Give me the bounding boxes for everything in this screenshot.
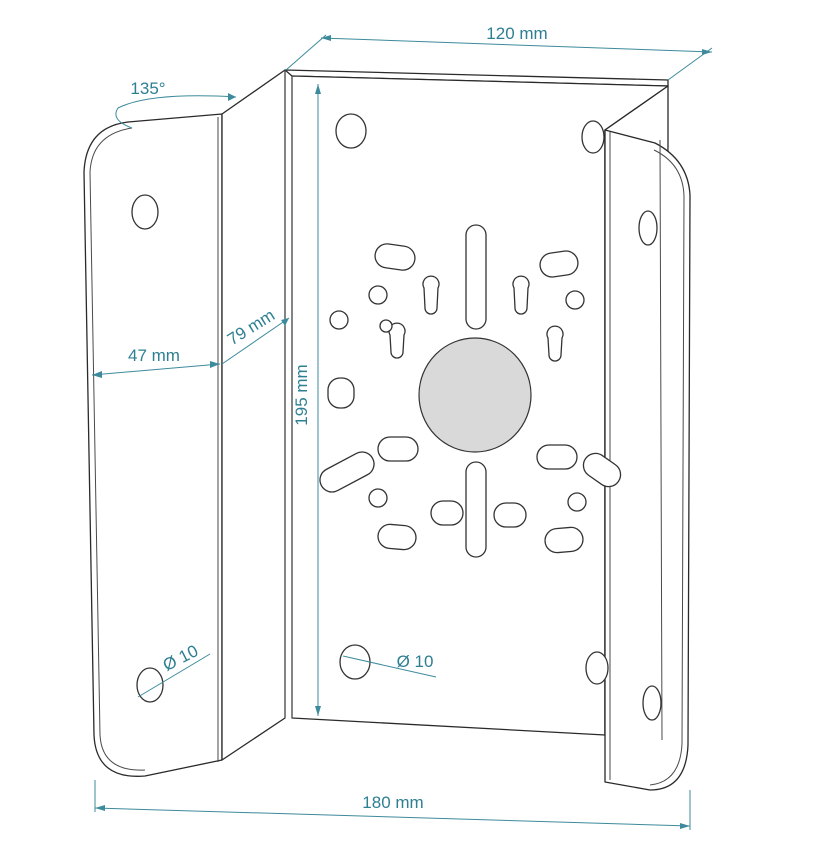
dim-195mm: 195 mm [292, 84, 321, 716]
slot-vertical-top [465, 224, 487, 330]
hole-right-flange-top [638, 210, 658, 246]
keyhole-mid-right [546, 325, 564, 362]
dim-hole-center: Ø 10 [342, 652, 437, 678]
bracket-body [83, 69, 691, 791]
left-flange [83, 113, 223, 777]
slot-top-right [539, 250, 579, 278]
round-hole-3 [329, 310, 349, 330]
slot-top-left [374, 243, 416, 271]
hole-left-flange-top [131, 194, 159, 230]
dim-195mm-label: 195 mm [292, 364, 311, 425]
keyhole-top-right [512, 275, 530, 315]
dim-180mm-label: 180 mm [362, 793, 423, 812]
slot-bottom-left [377, 523, 417, 551]
right-flange [604, 129, 691, 791]
slot-vertical-bottom [465, 461, 487, 558]
round-hole-6 [567, 492, 587, 512]
slot-bottom-right [544, 526, 584, 554]
slot-center-right [536, 444, 578, 470]
slot-bottom-mid-left [430, 500, 464, 526]
round-hole-5 [368, 488, 388, 508]
fold-line-right-outer [659, 139, 663, 741]
dim-angle-label: 135° [130, 79, 165, 98]
dim-120mm: 120 mm [285, 24, 713, 81]
slot-center-left [377, 436, 419, 462]
dim-hole-center-label: Ø 10 [397, 652, 434, 671]
mounting-holes [131, 113, 662, 721]
round-hole-2 [565, 290, 585, 310]
slot-diag-left [319, 451, 375, 493]
left-flange-inner-edge [89, 127, 146, 771]
slot-diag-right [582, 452, 622, 488]
dim-angle: 135° [115, 79, 237, 129]
hole-back-top-right [581, 120, 605, 154]
right-flange-inner-edge [649, 149, 685, 786]
dim-180mm: 180 mm [94, 780, 691, 830]
left-side-panel [221, 69, 286, 761]
dim-47mm-label: 47 mm [128, 346, 180, 365]
hole-back-bottom-left [339, 644, 371, 680]
slot-bottom-mid-right [493, 502, 527, 528]
dim-47mm: 47 mm [91, 346, 221, 378]
hole-back-top-left [335, 113, 367, 149]
hole-right-flange-bottom [642, 685, 662, 721]
keyhole-top-left [422, 275, 440, 315]
round-hole-4 [379, 319, 393, 333]
hole-back-bottom-right [585, 651, 609, 685]
slot-left-mid [327, 377, 355, 409]
center-cable-hole [418, 337, 532, 453]
round-hole-1 [368, 285, 388, 305]
hole-left-flange-bottom [136, 667, 164, 703]
dim-120mm-label: 120 mm [486, 24, 547, 43]
